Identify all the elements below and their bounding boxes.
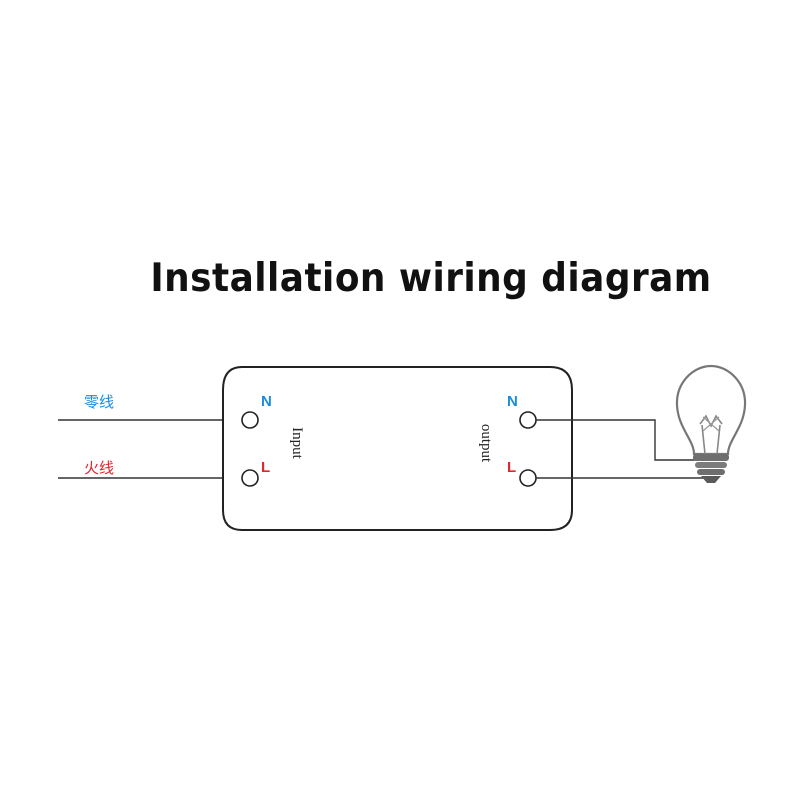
switch-module bbox=[222, 366, 573, 531]
terminal-output-l bbox=[519, 469, 537, 487]
lightbulb-icon bbox=[675, 364, 747, 483]
input-side-label: Input bbox=[289, 427, 305, 459]
neutral-wire-label: 零线 bbox=[84, 393, 114, 411]
output-side-label: output bbox=[478, 424, 494, 463]
live-wire-label: 火线 bbox=[84, 459, 114, 477]
output-l-label: L bbox=[507, 459, 516, 476]
terminal-output-n bbox=[519, 411, 537, 429]
terminal-input-l bbox=[241, 469, 259, 487]
input-l-label: L bbox=[261, 459, 270, 476]
neutral-output-wire bbox=[536, 419, 704, 461]
input-n-label: N bbox=[261, 393, 272, 410]
diagram-title: Installation wiring diagram bbox=[150, 256, 712, 301]
output-n-label: N bbox=[507, 393, 518, 410]
terminal-input-n bbox=[241, 411, 259, 429]
